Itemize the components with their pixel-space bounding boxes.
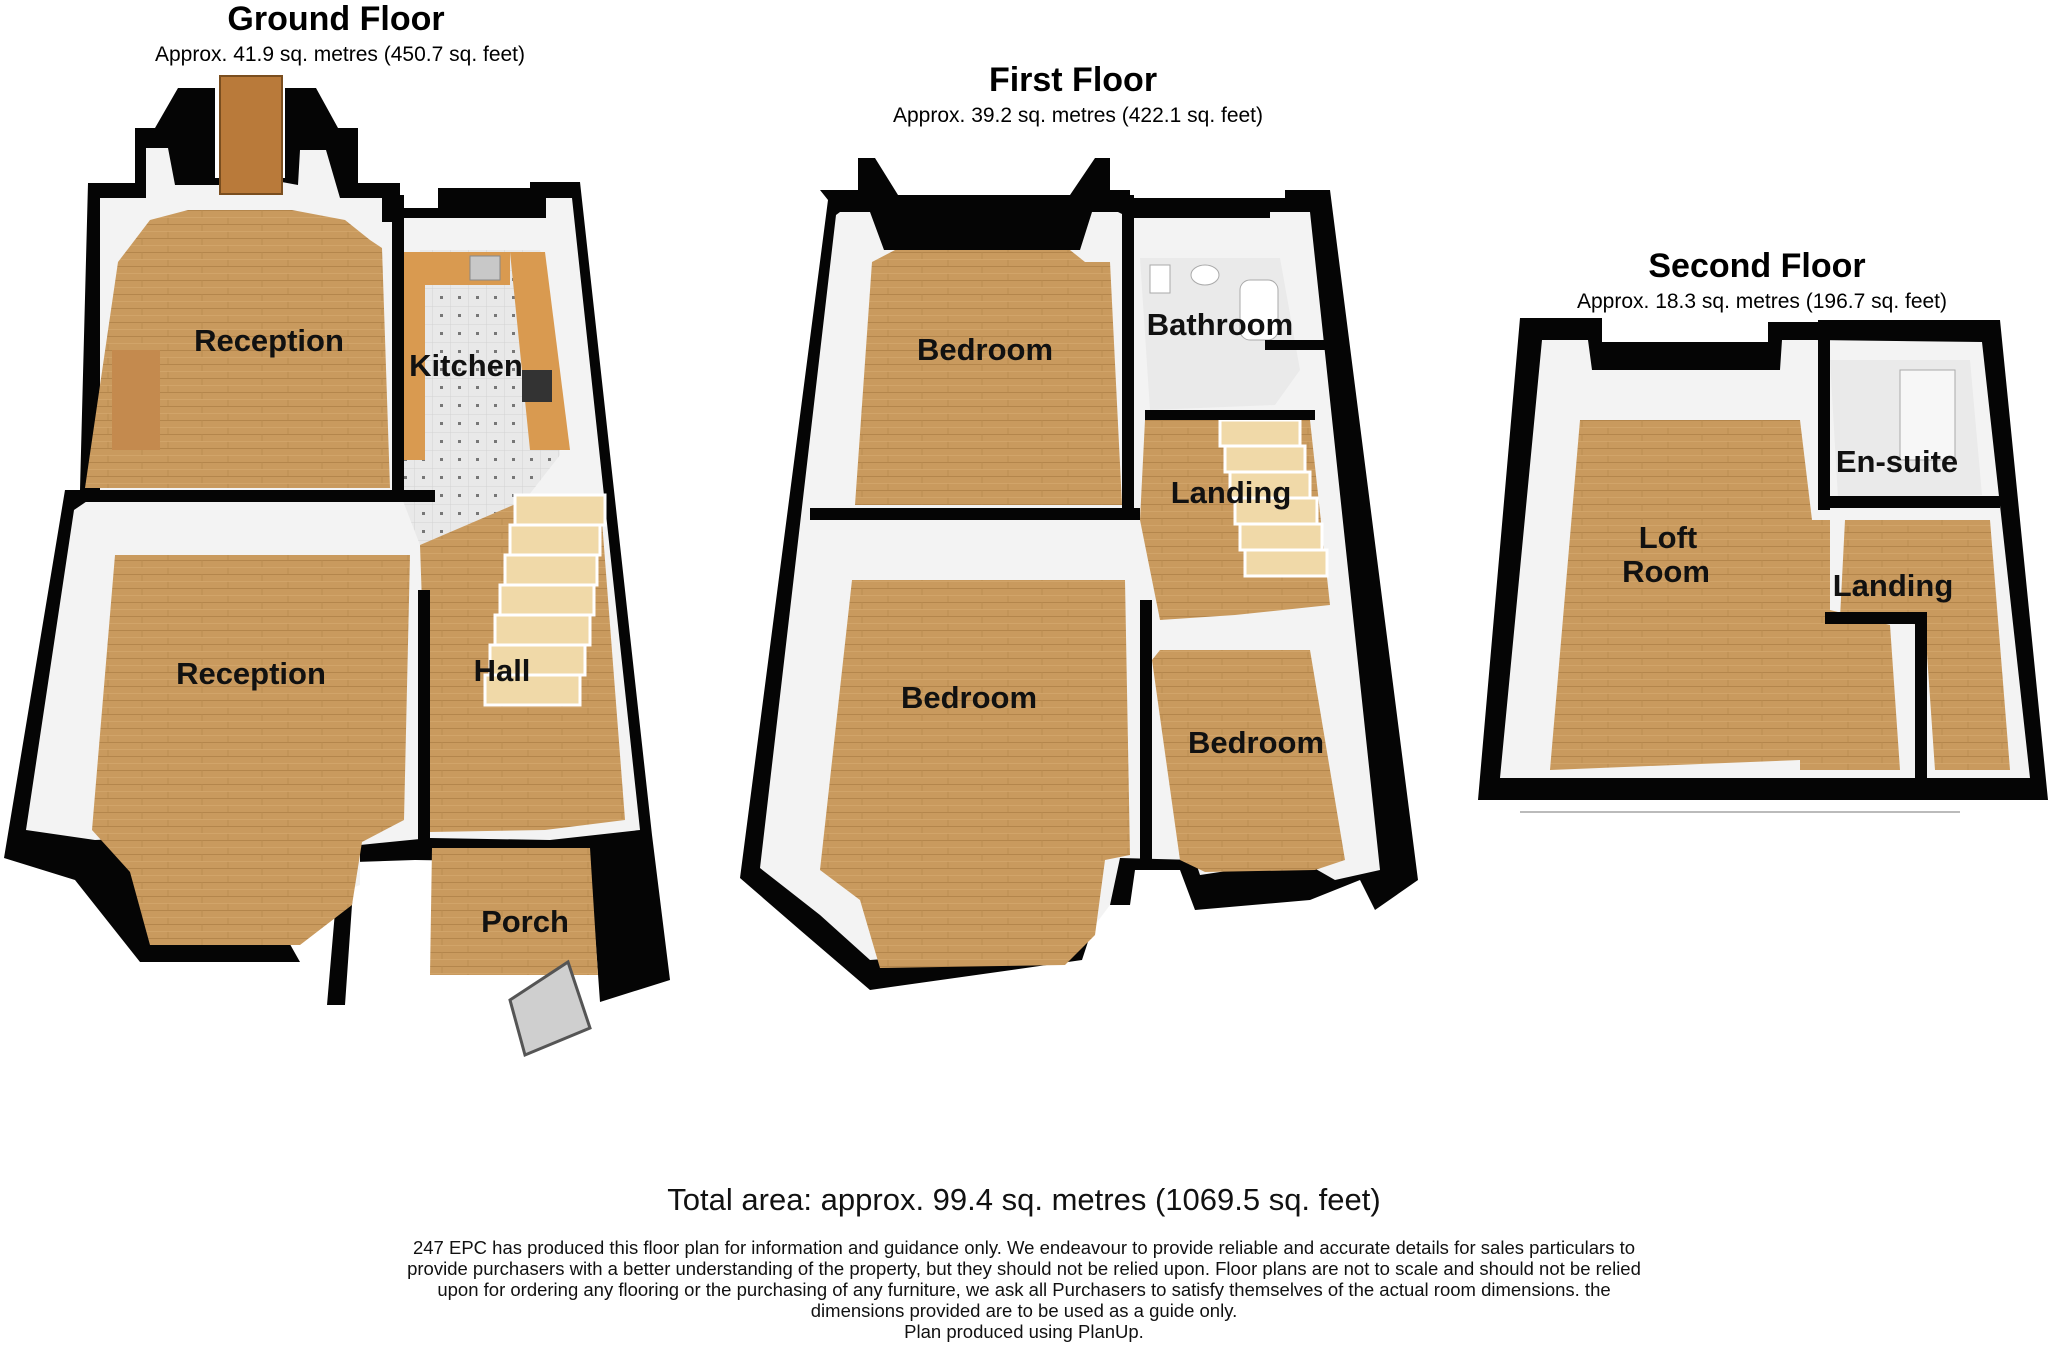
room-label-reception-rear: Reception <box>194 323 344 358</box>
ground-floor-area: Approx. 41.9 sq. metres (450.7 sq. feet) <box>155 43 525 66</box>
basin-icon <box>1190 264 1220 286</box>
room-label-landing-first: Landing <box>1171 475 1292 510</box>
bench-icon <box>112 350 160 450</box>
room-label-landing-second: Landing <box>1833 568 1954 603</box>
second-floor-title: Second Floor <box>1648 247 1865 285</box>
disclaimer-line: dimensions provided are to be used as a … <box>810 1300 1238 1321</box>
disclaimer: 247 EPC has produced this floor plan for… <box>0 1237 2048 1342</box>
room-label-loft-line1: Loft <box>1639 520 1698 555</box>
first-floor-title: First Floor <box>989 61 1157 99</box>
ground-floor-plan <box>4 75 670 1058</box>
room-label-ensuite: En-suite <box>1836 444 1958 479</box>
bedroom-large-floor <box>820 580 1130 968</box>
reception-front-floor <box>92 555 410 945</box>
bathtub-icon <box>1239 279 1279 341</box>
room-label-bathroom: Bathroom <box>1147 307 1293 342</box>
disclaimer-line: provide purchasers with a better underst… <box>407 1258 1641 1279</box>
room-label-kitchen: Kitchen <box>409 348 523 383</box>
room-label-bedroom-top: Bedroom <box>917 332 1053 367</box>
second-landing-floor <box>1840 520 2010 770</box>
first-floor-plan <box>740 158 1418 990</box>
hob-icon <box>522 370 552 402</box>
room-label-reception-front: Reception <box>176 656 326 691</box>
kitchen-worktop-left <box>400 252 425 460</box>
second-floor-plan <box>1478 318 2048 813</box>
first-stairs <box>1218 418 1329 578</box>
reception-rear-floor <box>85 210 390 488</box>
disclaimer-line: Plan produced using PlanUp. <box>904 1321 1144 1342</box>
ensuite-shower-icon <box>1899 369 1956 461</box>
loft-room-floor <box>1550 420 1812 770</box>
front-door-icon <box>508 959 592 1058</box>
ground-floor-title: Ground Floor <box>227 0 444 38</box>
room-label-bedroom-large: Bedroom <box>901 680 1037 715</box>
porch-floor <box>430 848 598 975</box>
room-label-hall: Hall <box>474 653 531 688</box>
loft-room-floor-right <box>1800 520 1900 770</box>
room-label-bedroom-small: Bedroom <box>1188 725 1324 760</box>
disclaimer-line: 247 EPC has produced this floor plan for… <box>412 1237 1636 1258</box>
total-area: Total area: approx. 99.4 sq. metres (106… <box>667 1182 1381 1217</box>
first-floor-area: Approx. 39.2 sq. metres (422.1 sq. feet) <box>893 104 1263 127</box>
ground-stairs <box>483 493 607 707</box>
bedroom-small-floor <box>1152 650 1345 872</box>
disclaimer-line: upon for ordering any flooring or the pu… <box>437 1279 1611 1300</box>
bedroom-top-floor <box>855 250 1122 505</box>
toilet-icon <box>1149 264 1171 294</box>
room-label-loft-line2: Room <box>1622 554 1710 589</box>
second-floor-area: Approx. 18.3 sq. metres (196.7 sq. feet) <box>1577 290 1947 313</box>
room-label-porch: Porch <box>481 904 569 939</box>
rear-door-icon <box>219 75 283 195</box>
sink-icon <box>469 255 501 281</box>
